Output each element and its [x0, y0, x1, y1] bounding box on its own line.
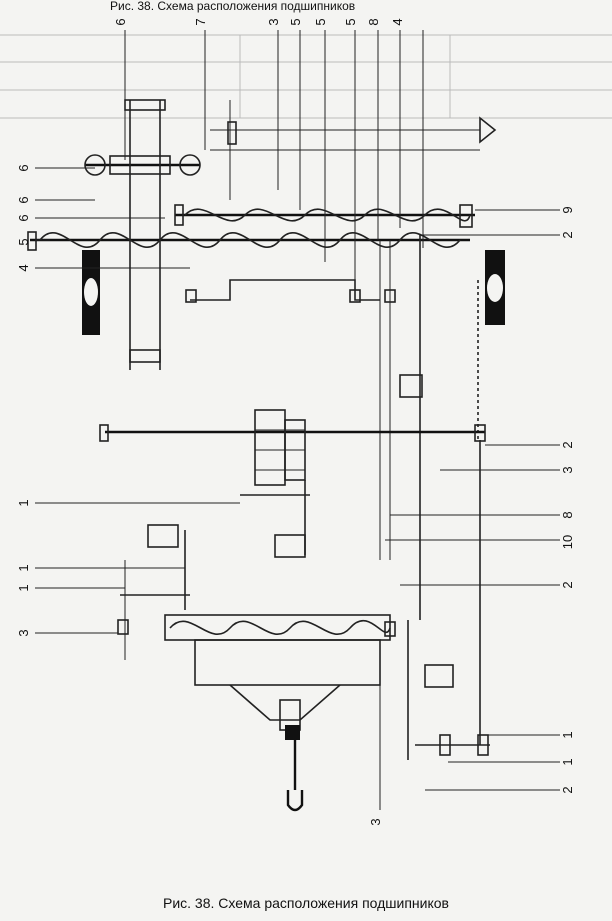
label-left-3: 6 [16, 214, 31, 221]
label-top-1: 6 [113, 18, 128, 25]
leader-lines [35, 30, 560, 810]
figure-caption: Рис. 38. Схема расположения подшипников [162, 895, 449, 911]
right-chain-drive [477, 250, 505, 745]
label-right-4: 3 [560, 466, 575, 473]
label-top-7: 8 [366, 18, 381, 25]
right-lower-drive [384, 620, 490, 760]
labels-top: 6 7 3 5 5 5 8 4 [113, 18, 405, 25]
label-left-8: 1 [16, 584, 31, 591]
labels-right: 9 2 2 3 8 10 2 1 1 2 [560, 206, 575, 793]
label-top-2: 7 [193, 18, 208, 25]
label-top-5: 5 [313, 18, 328, 25]
label-left-7: 1 [16, 564, 31, 571]
background-table-grid [0, 34, 612, 119]
labels-left: 6 6 6 5 4 1 1 1 3 [16, 164, 31, 636]
label-bottom-1: 3 [368, 818, 383, 825]
label-right-3: 2 [560, 441, 575, 448]
label-right-7: 2 [560, 581, 575, 588]
label-left-5: 4 [16, 264, 31, 271]
label-top-8: 4 [390, 18, 405, 25]
label-right-6: 10 [560, 535, 575, 549]
header-fragment: Рис. 38. Схема расположения подшипников [110, 0, 355, 13]
bearing-layout-diagram: Рис. 38. Схема расположения подшипников [0, 0, 612, 826]
label-left-2: 6 [16, 196, 31, 203]
label-top-6: 5 [343, 18, 358, 25]
label-top-4: 5 [288, 18, 303, 25]
middle-frame [99, 235, 486, 620]
label-right-8: 1 [560, 731, 575, 738]
left-drive-wheel [82, 250, 100, 335]
label-right-9: 1 [560, 758, 575, 765]
top-screw-assembly [27, 99, 497, 370]
label-right-2: 2 [560, 231, 575, 238]
label-right-5: 8 [560, 511, 575, 518]
label-top-3: 3 [266, 18, 281, 25]
label-left-4: 5 [16, 238, 31, 245]
label-right-10: 2 [560, 786, 575, 793]
labels-bottom: 3 [368, 818, 383, 825]
label-left-6: 1 [16, 499, 31, 506]
gearbox [240, 409, 310, 558]
label-right-1: 9 [560, 206, 575, 213]
label-left-1: 6 [16, 164, 31, 171]
label-left-9: 3 [16, 629, 31, 636]
